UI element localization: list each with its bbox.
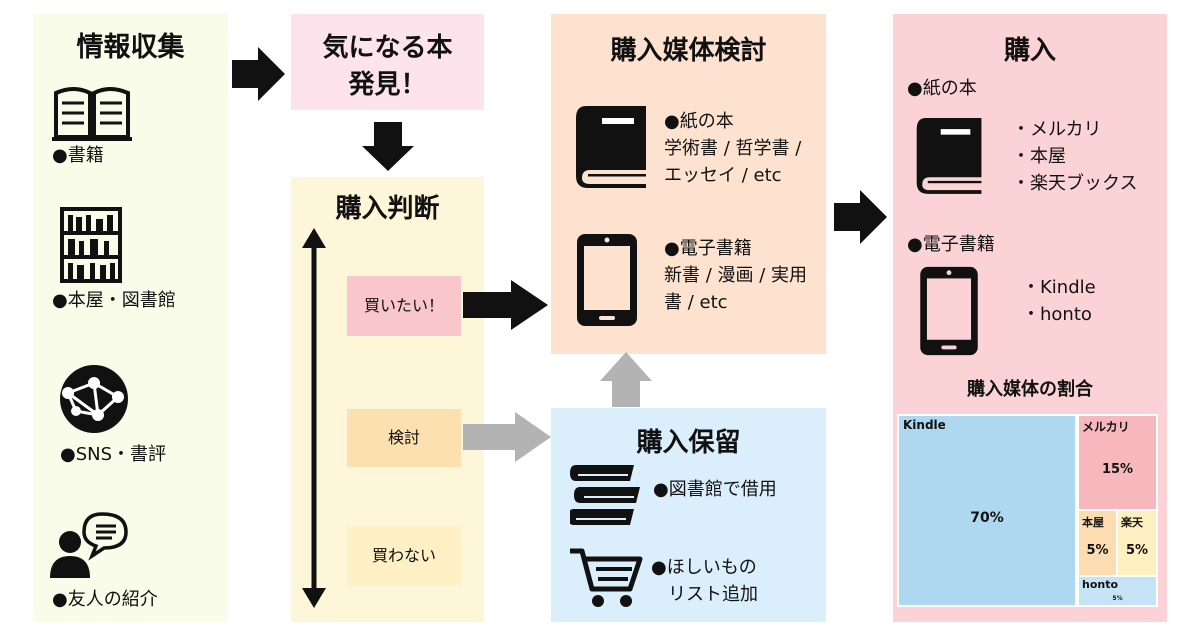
media-paper-title: ●紙の本: [664, 111, 734, 132]
purchase-ebook-item-1: ・Kindle: [1022, 277, 1096, 298]
purchase-tablet-icon: [920, 266, 978, 356]
treemap-label-mercari: メルカリ: [1082, 420, 1130, 434]
media-ebook-title: ●電子書籍: [664, 238, 752, 259]
treemap-cell-rakuten: [1118, 511, 1156, 575]
gather-item-friend: ●友人の紹介: [52, 589, 158, 610]
tablet-icon: [577, 234, 637, 326]
bookshelf-icon: [60, 207, 122, 283]
not-buy-label: 買わない: [371, 546, 436, 565]
arrow-hold-to-media: [600, 352, 652, 407]
gather-item-books: ●書籍: [52, 145, 104, 166]
hold-wishlist-line2: リスト追加: [668, 584, 758, 605]
consider-box: [347, 409, 461, 467]
purchase-ebook-item-2: ・honto: [1022, 304, 1092, 325]
hold-library: ●図書館で借用: [653, 479, 777, 500]
arrow-media-to-purchase: [834, 190, 887, 244]
purchase-book-icon: [916, 118, 982, 194]
treemap-label-rakuten: 楽天: [1121, 516, 1143, 529]
treemap-label-honto: honto: [1082, 578, 1119, 591]
want-box: [347, 276, 461, 336]
arrow-want-to-media: [463, 280, 548, 330]
arrow-discover-to-judge: [362, 122, 414, 171]
shopping-cart-icon: [570, 548, 643, 607]
purchase-paper-item-1: ・メルカリ: [1012, 119, 1102, 140]
media-review-title: 購入媒体検討: [610, 36, 767, 66]
treemap-value-mercari: 15%: [1101, 462, 1134, 477]
book-icon: [576, 106, 646, 188]
arrow-gather-to-discover: [232, 47, 285, 101]
person-speech-icon: [50, 512, 128, 578]
gather-title: 情報収集: [76, 32, 185, 63]
network-globe-icon: [60, 365, 128, 433]
treemap-value-rakuten: 5%: [1125, 543, 1149, 558]
media-ebook-line2: 書 / etc: [664, 292, 728, 313]
gather-item-sns: ●SNS・書評: [60, 444, 167, 465]
purchase-ebook-title: ●電子書籍: [907, 234, 995, 255]
hold-wishlist-line1: ●ほしいもの: [651, 557, 757, 578]
media-paper-line2: エッセイ / etc: [664, 165, 782, 186]
book-stack-icon: [570, 465, 640, 525]
discover-line2: 発見！: [348, 70, 427, 100]
consider-label: 検討: [387, 428, 420, 447]
purchase-paper-item-3: ・楽天ブックス: [1012, 173, 1138, 194]
judge-title: 購入判断: [335, 194, 440, 224]
discover-box: [291, 14, 484, 110]
share-treemap: Kindle 70% メルカリ 15% 本屋 5% 楽天 5% honto 5%: [897, 414, 1158, 607]
treemap-value-kindle: 70%: [970, 510, 1004, 526]
treemap-cell-kindle: [899, 416, 1075, 605]
media-paper-line1: 学術書 / 哲学書 /: [664, 138, 802, 159]
purchase-paper-item-2: ・本屋: [1012, 146, 1066, 167]
hold-title: 購入保留: [636, 428, 741, 458]
treemap-value-honya: 5%: [1086, 543, 1109, 558]
treemap-cell-honya: [1079, 511, 1116, 575]
purchase-title: 購入: [1003, 36, 1056, 66]
treemap-value-honto: 5%: [1112, 595, 1123, 602]
treemap-label-honya: 本屋: [1082, 516, 1104, 529]
treemap-label-kindle: Kindle: [903, 418, 946, 432]
share-chart-title: 購入媒体の割合: [967, 379, 1093, 400]
gather-item-bookstore: ●本屋・図書館: [52, 290, 176, 311]
treemap-cell-honto: [1079, 577, 1156, 605]
discover-line1: 気になる本: [322, 33, 453, 63]
arrow-consider-to-hold: [463, 412, 551, 462]
purchase-paper-title: ●紙の本: [907, 78, 977, 99]
not-buy-box: [347, 526, 461, 586]
want-label: 買いたい！: [363, 296, 444, 315]
gather-panel: [33, 14, 228, 622]
media-ebook-line1: 新書 / 漫画 / 実用: [664, 265, 808, 286]
open-book-icon: [52, 87, 132, 141]
treemap-cell-mercari: [1079, 416, 1156, 509]
